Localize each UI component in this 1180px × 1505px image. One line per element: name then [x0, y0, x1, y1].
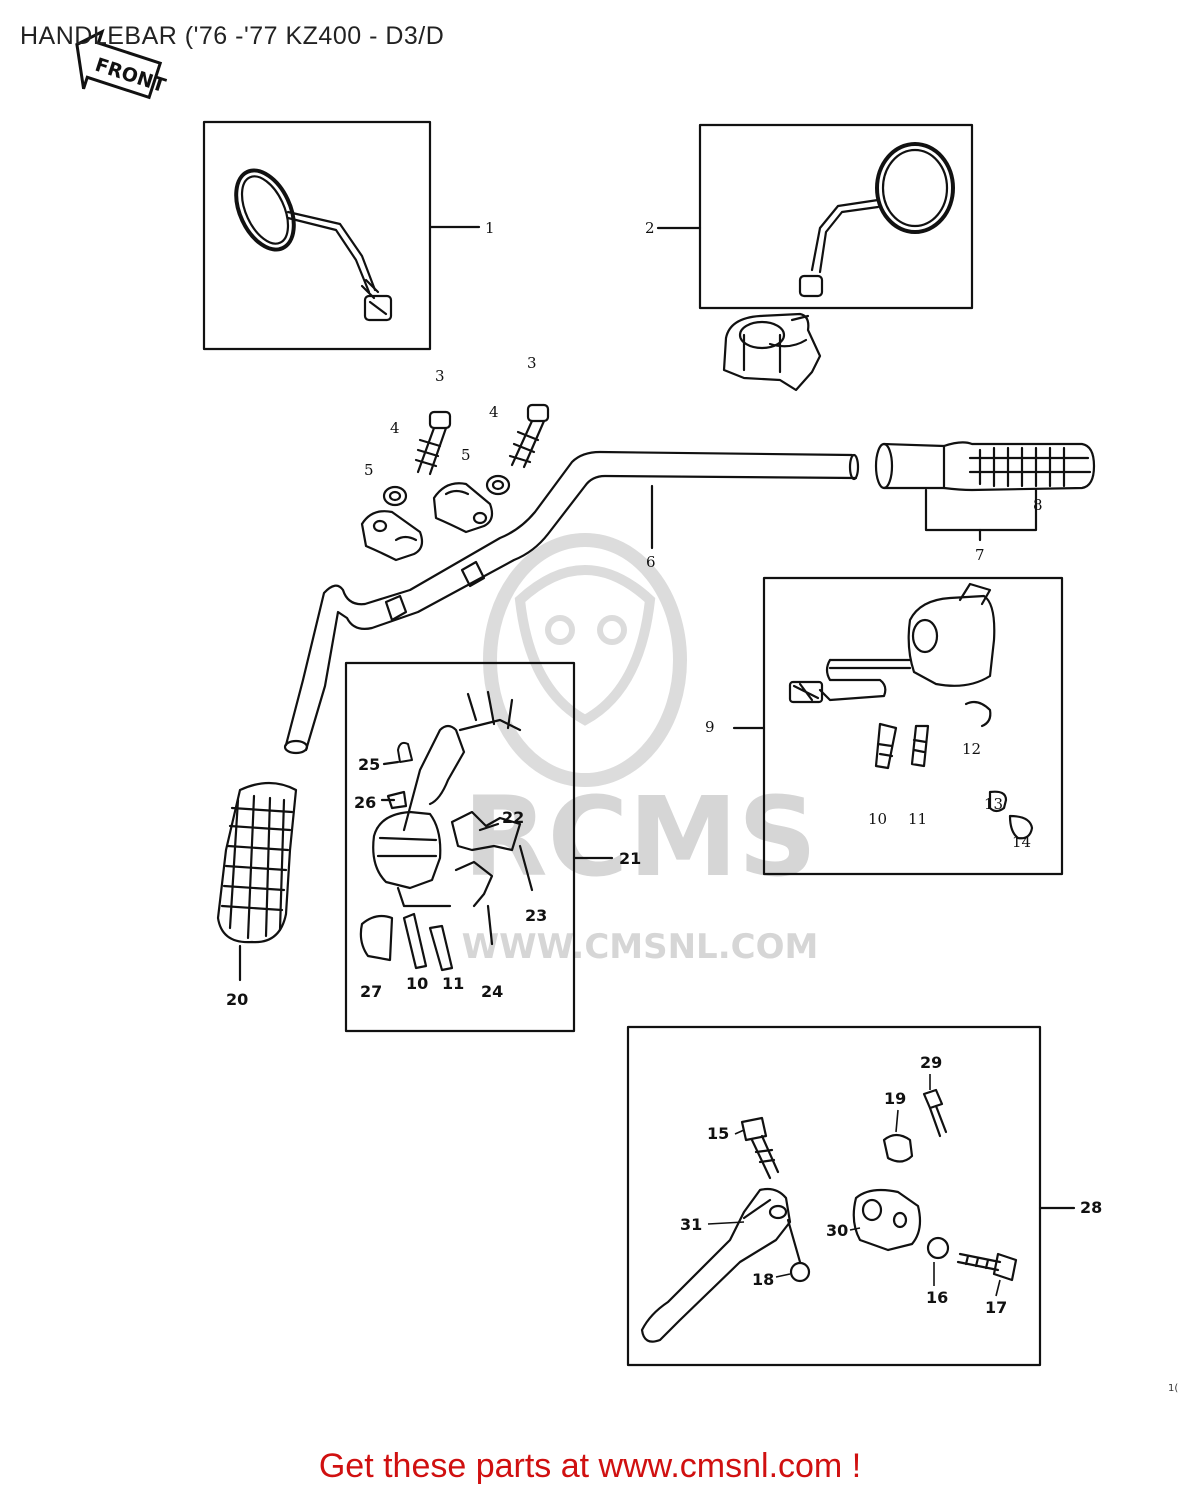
holder-bolt [956, 1252, 1018, 1282]
callout-4a: 4 [390, 419, 400, 437]
corner-mark: 1( [1168, 1383, 1179, 1394]
callout-8: 8 [1033, 496, 1043, 514]
left-grip [216, 781, 298, 944]
callout-18: 18 [752, 1270, 774, 1289]
callout-28: 28 [1080, 1198, 1102, 1217]
callout-6: 6 [646, 553, 656, 571]
callout-3b: 3 [527, 354, 537, 372]
callout-27: 27 [360, 982, 382, 1001]
callout-25: 25 [358, 755, 380, 774]
parts-link-banner[interactable]: Get these parts at www.cmsnl.com ! [318, 1447, 862, 1485]
left-mirror [234, 168, 393, 322]
holder-nut [926, 1236, 950, 1260]
callout-5a: 5 [364, 461, 374, 479]
callout-26: 26 [354, 793, 376, 812]
callout-4b: 4 [489, 403, 499, 421]
callout-2: 2 [645, 219, 655, 237]
lever-holder [852, 1188, 922, 1252]
callout-12: 12 [962, 740, 981, 758]
callout-31: 31 [680, 1215, 702, 1234]
leaders-left-switch [380, 760, 534, 946]
adjuster [922, 1088, 948, 1138]
clamp-right [432, 482, 494, 534]
callout-3a: 3 [435, 367, 445, 385]
callout-10b: 10 [406, 974, 428, 993]
callout-15: 15 [707, 1124, 729, 1143]
bolt-left [414, 410, 452, 476]
callout-11b: 11 [442, 974, 464, 993]
callout-13: 13 [984, 795, 1003, 813]
callout-1: 1 [485, 219, 495, 237]
bolt-right [508, 403, 550, 469]
right-grip [874, 441, 1096, 492]
clutch-lever [640, 1187, 792, 1343]
callout-19: 19 [884, 1089, 906, 1108]
callout-16: 16 [926, 1288, 948, 1307]
washer-right [485, 474, 511, 496]
pivot-bolt [740, 1116, 780, 1180]
callout-30: 30 [826, 1221, 848, 1240]
right-mirror [798, 142, 955, 298]
page-title: HANDLEBAR ('76 -'77 KZ400 - D3/D [20, 22, 445, 50]
master-cylinder [722, 312, 822, 392]
callout-21: 21 [619, 849, 641, 868]
callout-10a: 10 [868, 810, 887, 828]
callout-5b: 5 [461, 446, 471, 464]
locknut [882, 1133, 914, 1163]
callout-24: 24 [481, 982, 503, 1001]
callout-17: 17 [985, 1298, 1007, 1317]
leader-8 [924, 488, 1038, 532]
clamp-left [360, 510, 424, 562]
box-clutch-lever [626, 1025, 1042, 1367]
right-switch-small-parts [964, 700, 1034, 840]
callout-9: 9 [705, 718, 715, 736]
callout-7: 7 [975, 546, 985, 564]
watermark-logo-text: RCMS [463, 773, 817, 901]
box-right-mirror [698, 123, 974, 310]
washer-left [382, 485, 408, 507]
box-right-switch [762, 576, 1064, 876]
callout-11a: 11 [908, 810, 927, 828]
leader-18 [786, 1218, 802, 1264]
right-switch-housing [788, 582, 996, 704]
lever-nut [789, 1261, 811, 1283]
callout-23: 23 [525, 906, 547, 925]
box-left-mirror [202, 120, 432, 351]
callout-29: 29 [920, 1053, 942, 1072]
box-left-switch [344, 661, 576, 1033]
watermark-url: WWW.CMSNL.COM [462, 927, 819, 967]
callout-20: 20 [226, 990, 248, 1009]
left-switch-housing [359, 690, 522, 972]
callout-22: 22 [502, 808, 524, 827]
watermark: RCMS WWW.CMSNL.COM [462, 533, 819, 967]
handlebar [283, 450, 860, 755]
right-screws [874, 722, 930, 770]
callout-14: 14 [1012, 833, 1031, 851]
